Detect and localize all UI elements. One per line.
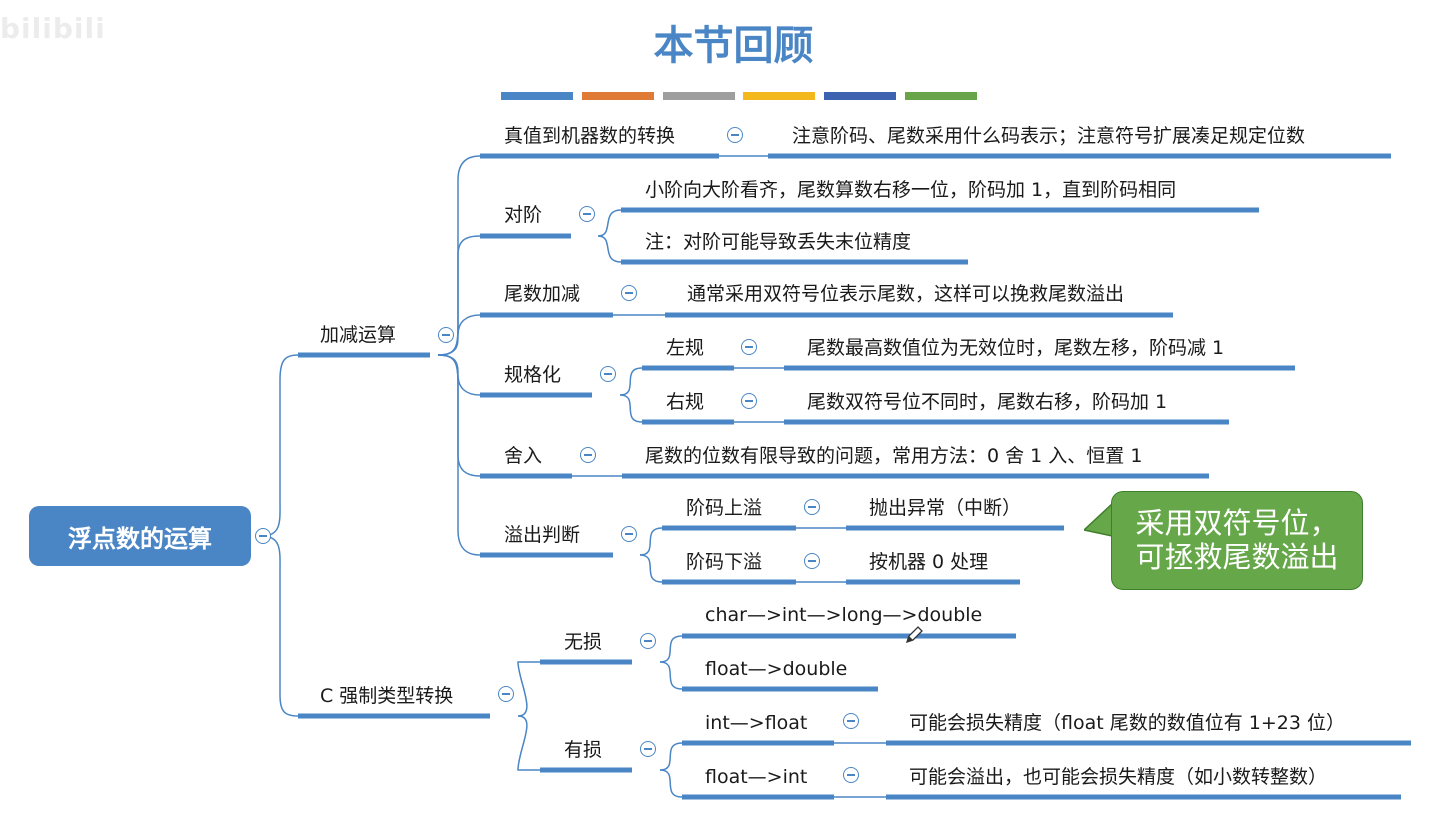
- callout-line-1: 采用双符号位，: [1135, 506, 1339, 540]
- cast-int-float[interactable]: int—>float: [705, 712, 808, 734]
- note-align-rule: 小阶向大阶看齐，尾数算数右移一位，阶码加 1，直到阶码相同: [645, 179, 1177, 201]
- node-left-normalize[interactable]: 左规: [666, 337, 705, 359]
- node-lossy[interactable]: 有损: [564, 739, 603, 761]
- node-normalize[interactable]: 规格化: [504, 364, 562, 386]
- collapse-icon[interactable]: [498, 686, 514, 702]
- collapse-icon[interactable]: [843, 713, 859, 729]
- collapse-icon[interactable]: [640, 741, 656, 757]
- color-bar-segment: [582, 92, 654, 100]
- node-convert[interactable]: 真值到机器数的转换: [504, 125, 676, 147]
- callout-bubble: [1111, 491, 1363, 590]
- cast-lossless-chain: char—>int—>long—>double: [705, 604, 983, 626]
- page-title: 本节回顾: [653, 22, 814, 69]
- collapse-icon[interactable]: [843, 767, 859, 783]
- color-bar-segment: [824, 92, 896, 100]
- collapse-icon[interactable]: [600, 366, 616, 382]
- collapse-icon[interactable]: [438, 327, 454, 343]
- note-convert: 注意阶码、尾数采用什么码表示；注意符号扩展凑足规定位数: [792, 125, 1306, 147]
- color-bar-segment: [743, 92, 815, 100]
- collapse-icon[interactable]: [640, 633, 656, 649]
- collapse-icon[interactable]: [621, 526, 637, 542]
- node-cast[interactable]: C 强制类型转换: [320, 685, 454, 707]
- callout-line-2: 可拯救尾数溢出: [1135, 540, 1339, 574]
- collapse-icon[interactable]: [255, 528, 271, 544]
- note-align-warning: 注：对阶可能导致丢失末位精度: [645, 231, 912, 253]
- note-right-normalize: 尾数双符号位不同时，尾数右移，阶码加 1: [807, 391, 1168, 413]
- collapse-icon[interactable]: [621, 285, 637, 301]
- collapse-icon[interactable]: [804, 499, 820, 515]
- collapse-icon[interactable]: [741, 393, 757, 409]
- color-bar-segment: [501, 92, 573, 100]
- node-right-normalize[interactable]: 右规: [666, 391, 705, 413]
- collapse-icon[interactable]: [727, 127, 743, 143]
- note-exp-underflow: 按机器 0 处理: [869, 551, 989, 573]
- color-bar-segment: [905, 92, 977, 100]
- node-align[interactable]: 对阶: [504, 204, 543, 226]
- note-exp-overflow: 抛出异常（中断）: [869, 497, 1022, 519]
- node-addsub[interactable]: 尾数加减: [504, 283, 581, 305]
- collapse-icon[interactable]: [580, 447, 596, 463]
- node-round[interactable]: 舍入: [504, 445, 543, 467]
- node-lossless[interactable]: 无损: [564, 631, 603, 653]
- cast-float-double: float—>double: [705, 658, 848, 680]
- callout-text: 采用双符号位， 可拯救尾数溢出: [1111, 506, 1363, 574]
- bilibili-watermark: bilibili: [0, 12, 106, 45]
- root-node[interactable]: 浮点数的运算: [29, 506, 251, 566]
- collapse-icon[interactable]: [804, 553, 820, 569]
- note-addsub: 通常采用双符号位表示尾数，这样可以挽救尾数溢出: [687, 283, 1125, 305]
- node-exp-overflow[interactable]: 阶码上溢: [686, 497, 763, 519]
- note-round: 尾数的位数有限导致的问题，常用方法：0 舍 1 入、恒置 1: [645, 445, 1143, 467]
- note-left-normalize: 尾数最高数值位为无效位时，尾数左移，阶码减 1: [807, 337, 1225, 359]
- node-arith[interactable]: 加减运算: [320, 324, 397, 346]
- pencil-cursor-icon: [905, 626, 923, 644]
- collapse-icon[interactable]: [741, 339, 757, 355]
- collapse-icon[interactable]: [579, 206, 595, 222]
- note-int-float: 可能会损失精度（float 尾数的数值位有 1+23 位）: [909, 712, 1345, 734]
- color-bar-segment: [663, 92, 735, 100]
- note-float-int: 可能会溢出，也可能会损失精度（如小数转整数）: [909, 766, 1328, 788]
- node-overflow[interactable]: 溢出判断: [504, 524, 581, 546]
- cast-float-int[interactable]: float—>int: [705, 766, 808, 788]
- node-exp-underflow[interactable]: 阶码下溢: [686, 551, 763, 573]
